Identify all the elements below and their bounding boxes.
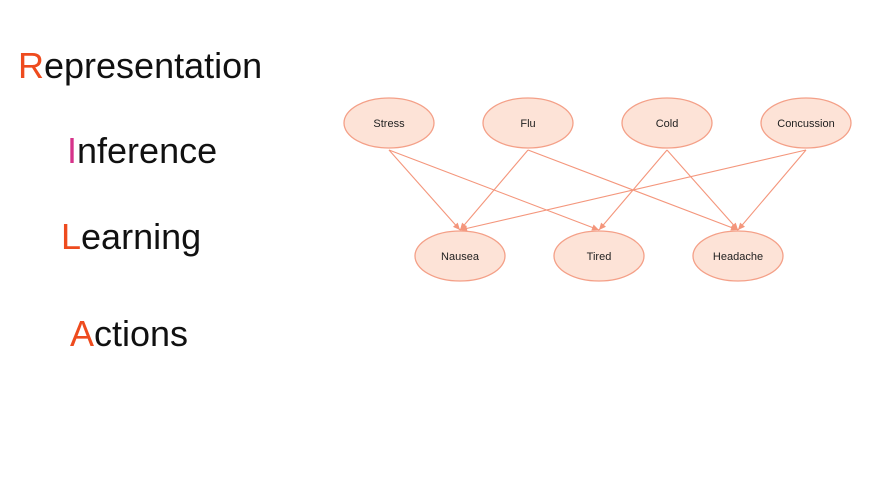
term-rest: nference [77, 130, 218, 171]
node-ellipse [553, 230, 645, 282]
arrowhead [460, 225, 468, 232]
node-label: Headache [713, 251, 763, 263]
term-rest: ctions [94, 313, 189, 354]
node-label: Tired [587, 251, 612, 263]
arrowhead [730, 222, 738, 230]
term-rest: epresentation [44, 45, 263, 86]
edge-stress-to-nausea [388, 149, 461, 231]
node-label: Concussion [777, 118, 834, 130]
node-ellipse [692, 230, 784, 282]
arrowhead [738, 222, 745, 230]
term-initial: A [70, 313, 95, 354]
node-headache: Headache [692, 230, 784, 282]
node-label: Nausea [441, 251, 480, 263]
edge-cold-to-headache [666, 149, 739, 231]
edge-concussion-to-nausea [459, 149, 807, 231]
node-flu: Flu [482, 97, 574, 149]
term-initial: R [18, 45, 44, 86]
node-ellipse [621, 97, 713, 149]
arrowhead [591, 224, 599, 231]
node-label: Stress [373, 118, 405, 130]
node-stress: Stress [343, 97, 435, 149]
node-ellipse [482, 97, 574, 149]
node-label: Flu [520, 118, 535, 130]
arrowhead [452, 222, 460, 230]
arrowhead [599, 222, 606, 230]
node-ellipse [343, 97, 435, 149]
term-rest: earning [81, 216, 202, 257]
term-actions: Actions [70, 316, 188, 352]
edges-layer [388, 149, 807, 232]
node-cold: Cold [621, 97, 713, 149]
node-label: Cold [656, 118, 679, 130]
node-nausea: Nausea [414, 230, 506, 282]
term-inference: Inference [67, 133, 217, 169]
term-learning: Learning [61, 219, 201, 255]
node-ellipse [760, 97, 852, 149]
node-concussion: Concussion [760, 97, 852, 149]
edge-flu-to-nausea [459, 149, 529, 231]
arrowhead [460, 222, 467, 230]
term-initial: I [67, 130, 78, 171]
edge-concussion-to-headache [737, 149, 807, 231]
term-representation: Representation [18, 48, 262, 84]
node-ellipse [414, 230, 506, 282]
term-initial: L [61, 216, 82, 257]
node-tired: Tired [553, 230, 645, 282]
